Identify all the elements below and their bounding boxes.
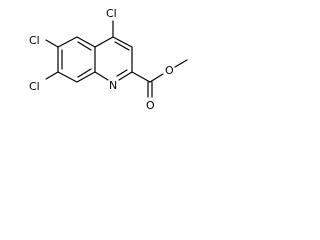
bond-c8-c8a [76, 71, 96, 83]
bond-c8-c8a-double [77, 68, 92, 78]
atom-label-n1: N [109, 79, 117, 92]
bond-c7-c8 [57, 71, 78, 83]
structure-drawing: Cl Cl Cl N O O [29, 7, 188, 112]
bond-c7-cl [45, 71, 59, 80]
bond-c2-ccarbonyl [131, 71, 151, 83]
molecule-canvas: Cl Cl Cl N O O [0, 0, 207, 136]
atom-label-o-carbonyl: O [146, 99, 155, 112]
bond-ccarbonyl-oester [149, 73, 164, 83]
bond-c4-c3 [112, 36, 133, 48]
bond-oester-ch3 [174, 59, 188, 68]
atom-label-cl6: Cl [29, 34, 40, 47]
atom-label-o-ester: O [165, 64, 174, 77]
bond-c4a-c5-double [77, 41, 92, 51]
bond-c4a-c5 [76, 36, 96, 48]
bond-n1-c8a [94, 71, 109, 81]
bond-c6-cl [45, 39, 59, 48]
bond-c2-n1-double [116, 69, 128, 77]
bond-c4-c3-double [114, 41, 130, 51]
bond-c2-n1 [118, 71, 133, 81]
atom-label-cl4: Cl [106, 7, 117, 20]
bond-c5-c6 [57, 36, 78, 48]
bond-c4a-c4 [94, 36, 114, 48]
atom-label-cl7: Cl [29, 80, 40, 93]
